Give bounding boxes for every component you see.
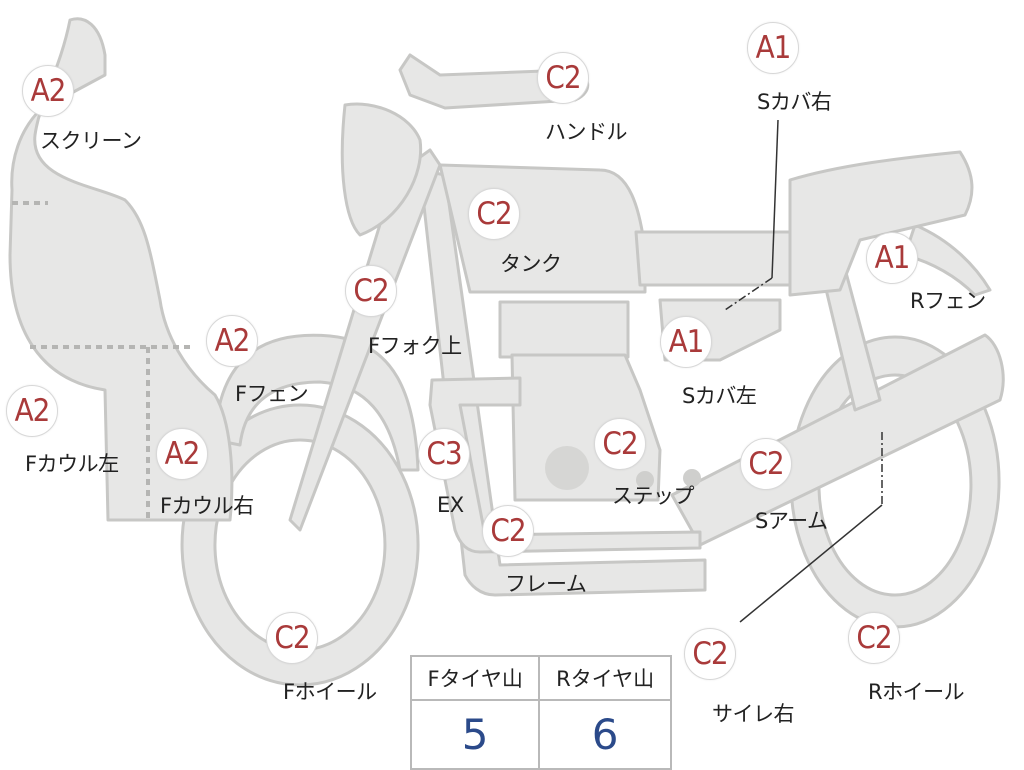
badge-r-wheel[interactable]: C2 xyxy=(848,612,900,664)
label-f-fork-upper: Fフォク上 xyxy=(368,334,462,358)
label-f-wheel: Fホイール xyxy=(283,680,377,704)
badge-f-cowl-left[interactable]: A2 xyxy=(6,385,58,437)
label-f-cowl-left: Fカウル左 xyxy=(25,452,119,476)
label-muffler-right: サイレ右 xyxy=(712,702,795,726)
label-f-cowl-right: Fカウル右 xyxy=(160,494,254,518)
badge-s-cover-right[interactable]: A1 xyxy=(747,22,799,74)
tire-table-value-row: 5 6 xyxy=(409,699,672,770)
badge-r-fender[interactable]: A1 xyxy=(866,232,918,284)
label-s-cover-left: Sカバ左 xyxy=(682,384,757,408)
badge-f-wheel[interactable]: C2 xyxy=(266,612,318,664)
label-s-cover-right: Sカバ右 xyxy=(757,90,832,114)
front-fender-shape xyxy=(213,333,420,472)
label-handle: ハンドル xyxy=(545,120,628,144)
headlight-shape xyxy=(340,102,423,237)
swing-arm-shape xyxy=(670,333,1005,547)
footstep-shape-2 xyxy=(683,469,701,487)
label-tank: タンク xyxy=(500,252,562,276)
rear-fender-shape xyxy=(903,223,992,297)
badge-tank[interactable]: C2 xyxy=(468,188,520,240)
engine-shape xyxy=(498,300,630,359)
badge-s-arm[interactable]: C2 xyxy=(740,438,792,490)
label-f-fender: Fフェン xyxy=(235,382,309,406)
label-step: ステップ xyxy=(612,484,695,508)
badge-f-fork-upper[interactable]: C2 xyxy=(345,265,397,317)
label-r-wheel: Rホイール xyxy=(868,680,965,704)
engine-cover-shape xyxy=(545,446,589,490)
frame-shape xyxy=(418,168,707,597)
rear-tire-header: Rタイヤ山 xyxy=(538,655,672,701)
seat-shape xyxy=(788,150,974,297)
rear-tire-value[interactable]: 6 xyxy=(538,699,672,770)
badge-exhaust[interactable]: C3 xyxy=(418,428,470,480)
label-screen: スクリーン xyxy=(40,129,142,153)
front-tire-header: Fタイヤ山 xyxy=(409,655,541,701)
exhaust-pipe-shape xyxy=(428,376,702,554)
leader-line-s-cover-right xyxy=(771,119,779,279)
badge-step[interactable]: C2 xyxy=(594,418,646,470)
tire-table-header-row: Fタイヤ山 Rタイヤ山 xyxy=(409,655,672,701)
leader-line-muffler-2 xyxy=(739,504,883,623)
label-r-fender: Rフェン xyxy=(910,289,986,313)
front-tire-value[interactable]: 5 xyxy=(409,699,541,770)
front-fork-shape xyxy=(288,148,442,532)
label-s-arm: Sアーム xyxy=(755,509,828,533)
badge-f-cowl-right[interactable]: A2 xyxy=(156,428,208,480)
leader-line-s-cover-right-2 xyxy=(724,277,773,311)
label-exhaust: EX xyxy=(437,493,464,517)
front-cowl-shape xyxy=(8,17,234,522)
badge-handle[interactable]: C2 xyxy=(537,52,589,104)
footstep-shape xyxy=(636,471,654,489)
badge-s-cover-left[interactable]: A1 xyxy=(660,316,712,368)
tire-tread-table: Fタイヤ山 Rタイヤ山 5 6 xyxy=(409,655,672,770)
badge-muffler-right[interactable]: C2 xyxy=(684,628,736,680)
label-frame: フレーム xyxy=(505,572,587,596)
badge-f-fender[interactable]: A2 xyxy=(206,315,258,367)
badge-frame[interactable]: C2 xyxy=(482,505,534,557)
badge-screen[interactable]: A2 xyxy=(22,65,74,117)
